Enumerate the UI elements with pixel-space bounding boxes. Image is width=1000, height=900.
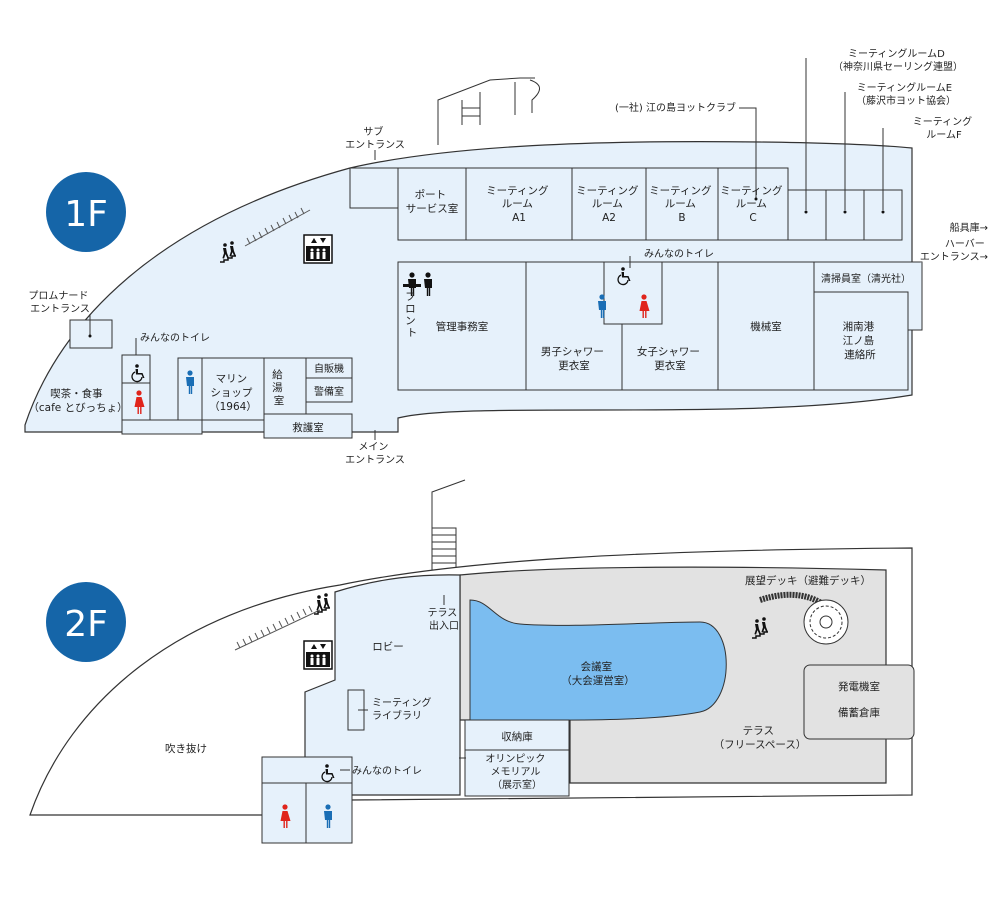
toilet-2f-accessible[interactable] [261,756,353,784]
floor-1f: 1F ポート サービス室 ミーティング ルーム A1 ミーティング ルーム A2… [24,47,988,466]
label-toilet-left: みんなのトイレ [140,332,210,344]
toilet-left-lower [121,419,203,435]
svg-text:1F: 1F [64,194,108,235]
label-meeting-c: ミーティング ルーム C [720,184,786,224]
room-generator[interactable] [803,664,915,740]
leader-lines-1f [89,58,884,440]
label-toilet-2f: みんなのトイレ [352,765,422,777]
room-port-service[interactable] [397,167,467,241]
label-promenade-entrance: プロムナード エントランス [28,290,91,315]
ramp-1f [244,207,311,247]
label-male-shower: 男子シャワー 更衣室 [541,346,607,372]
label-machine: 機械室 [750,320,782,333]
floor-2f: 2F ロビー テラス 出入口 会議室 （大会運営室） 展望デッキ（避難デッキ） … [29,479,915,844]
label-cleaning: 清掃員室（清光社） [821,272,911,285]
label-main-entrance: メイン エントランス [345,442,405,466]
label-observation-deck: 展望デッキ（避難デッキ） [745,574,871,587]
room-kyuto[interactable] [263,357,307,415]
label-kyuto: 給 湯 室 [272,368,286,407]
outdoor-stairs-1f [437,77,540,145]
label-toilet-center: みんなのトイレ [644,248,714,260]
label-sub-entrance: サブ エントランス [345,125,405,151]
label-atrium: 吹き抜け [165,742,207,755]
leader-lines-2f [340,595,466,771]
floor-badge-2f: 2F [46,582,126,662]
label-boat-storage: 船具庫→ [950,221,988,234]
label-conference: 会議室 （大会運営室） [561,660,635,687]
label-shonan: 湘南港 江ノ島 連絡所 [843,320,878,361]
label-meeting-library: ミーティング ライブラリ [372,696,435,722]
front-desk-icon [403,272,432,296]
label-yacht-club: (一社) 江の島ヨットクラブ [615,101,736,114]
room-guard[interactable] [305,377,353,403]
toilet-2f[interactable] [261,782,353,844]
label-storage-emergency: 備蓄倉庫 [838,706,880,719]
label-guard: 警備室 [314,385,344,398]
room-meeting-a1[interactable] [465,167,573,241]
room-olympic[interactable] [464,749,570,797]
room-management[interactable] [397,261,527,391]
elevator-icon [303,640,333,670]
label-meeting-d: ミーティングルームD （神奈川県セーリング連盟） [833,47,963,73]
label-port-service: ポート サービス室 [406,189,459,215]
label-terrace: テラス （フリースペース） [714,725,807,751]
label-female-shower: 女子シャワー 更衣室 [637,345,703,372]
room-marine-shop[interactable] [201,357,265,421]
sub-entrance-box [349,167,399,209]
label-generator: 発電機室 [838,680,880,693]
elevator-icon [303,234,333,264]
label-meeting-a2: ミーティング ルーム A2 [576,184,642,224]
label-meeting-f: ミーティング ルームF [913,115,976,141]
ramp-2f [234,605,321,651]
room-conference[interactable] [469,599,727,721]
label-olympic: オリンピック メモリアル （展示室） [485,753,548,791]
label-meeting-e: ミーティングルームE （藤沢市ヨット協会） [856,81,956,107]
outdoor-stairs-2f [431,479,466,575]
room-first-aid[interactable] [263,413,353,439]
label-terrace-door: テラス 出入口 [428,607,461,632]
spiral-stairs-icon [759,591,849,645]
label-management: 管理事務室 [436,320,489,333]
promenade-entrance-box [69,319,113,349]
label-vending: 自販機 [314,362,344,375]
room-shonan[interactable] [813,262,923,391]
label-front: フ ロ ン ト [405,291,419,339]
label-cafe: 喫茶・食事 （cafe とびっちょ） [28,387,127,414]
label-harbor-entrance: ハーバー エントランス→ [920,238,988,263]
toilet-center-1f[interactable] [603,261,663,325]
label-meeting-a1: ミーティング ルーム A1 [486,184,552,224]
room-meeting-d[interactable] [787,189,827,241]
label-lobby: ロビー [372,641,404,653]
svg-text:2F: 2F [64,604,108,645]
room-meeting-a2[interactable] [571,167,647,241]
label-marine-shop: マリン ショップ （1964） [209,373,257,413]
label-meeting-b: ミーティング ルーム B [649,184,715,224]
label-first-aid: 救護室 [292,421,324,434]
floor-badge-1f: 1F [46,172,126,252]
label-storage: 収納庫 [501,730,533,743]
